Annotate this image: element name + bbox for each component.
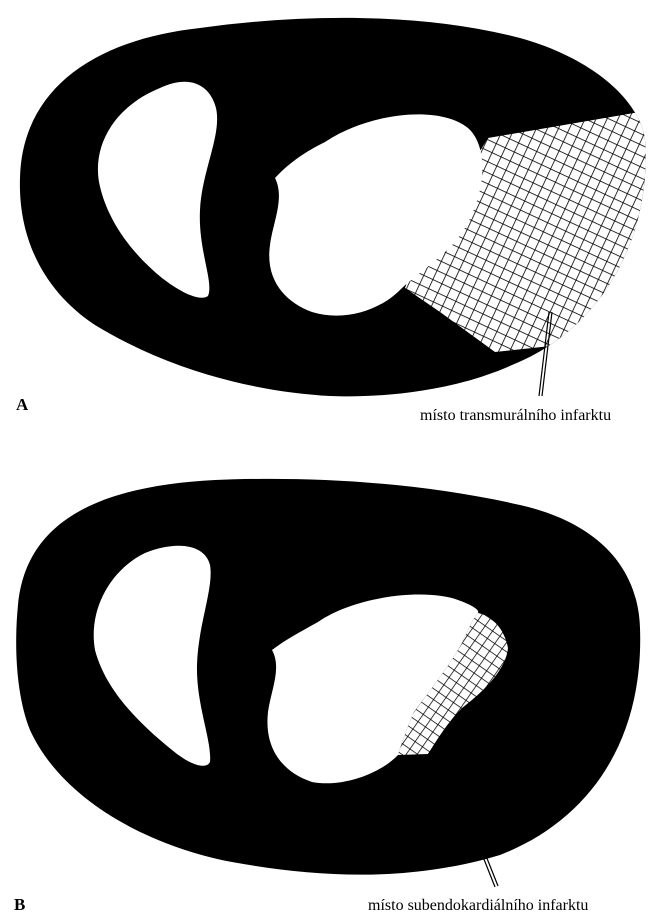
infarct-label-b: místo subendokardiálního infarktu — [368, 897, 588, 914]
panel-letter-b: B — [14, 895, 25, 914]
panel-a: A místo transmurálního infarktu — [16, 18, 660, 424]
panel-letter-a: A — [16, 395, 29, 414]
infarct-label-a: místo transmurálního infarktu — [420, 407, 611, 424]
panel-b: B místo subendokardiálního infarktu — [14, 479, 640, 914]
